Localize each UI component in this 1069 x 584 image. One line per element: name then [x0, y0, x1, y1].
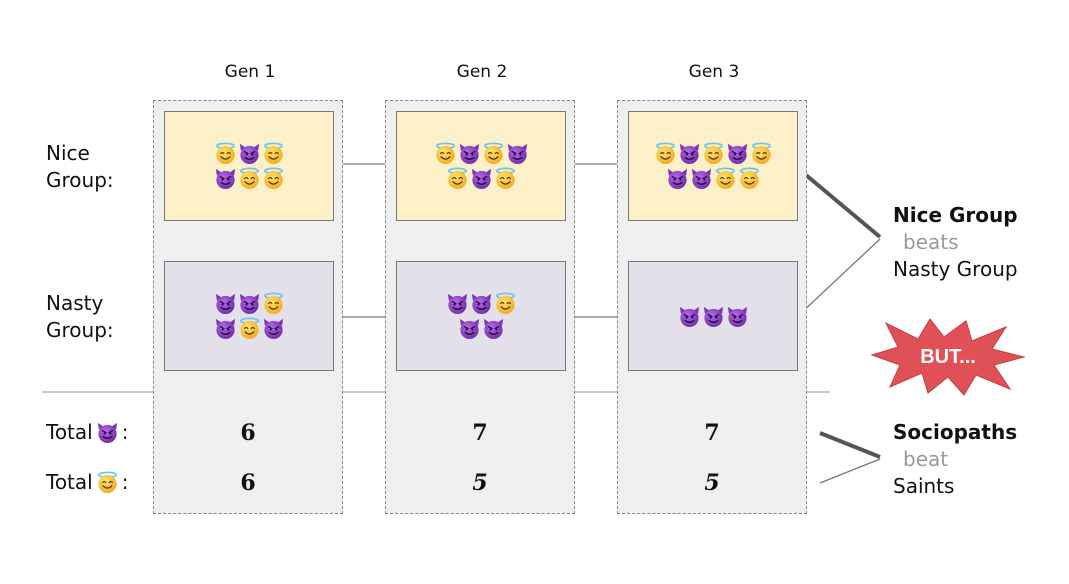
smiling-devil-icon — [96, 421, 119, 444]
smiling-face-with-halo-icon — [654, 142, 677, 165]
group-bracket-thick — [798, 168, 882, 239]
smiling-face-with-halo-icon — [238, 317, 261, 340]
smiling-face-with-halo-icon — [750, 142, 773, 165]
smiling-face-with-halo-icon — [446, 167, 469, 190]
smiling-devil-icon — [690, 167, 713, 190]
gen-3-label: Gen 3 — [688, 62, 740, 82]
total-angel-gen-1: 6 — [240, 470, 256, 496]
smiling-devil-icon — [702, 305, 725, 328]
smiling-face-with-halo-icon — [702, 142, 725, 165]
smiling-face-with-halo-icon — [714, 167, 737, 190]
nice-group-label-line2: Group: — [46, 168, 114, 192]
gen-2-label: Gen 2 — [456, 62, 508, 82]
group-winner-text: Nice Group — [893, 203, 1018, 227]
smiling-face-with-halo-icon — [434, 142, 457, 165]
smiling-face-with-halo-icon — [494, 292, 517, 315]
smiling-devil-icon — [726, 142, 749, 165]
individual-winner-text: Sociopaths — [893, 420, 1018, 444]
smiling-face-with-halo-icon — [214, 142, 237, 165]
nasty-group-box-gen-3 — [628, 261, 798, 371]
smiling-devil-icon — [214, 292, 237, 315]
total-angel-text: Total — [46, 470, 93, 494]
total-angel-gen-2: 5 — [472, 470, 488, 496]
total-angel-label: Total : — [46, 470, 128, 494]
emoji-row — [446, 167, 517, 190]
emoji-row — [654, 142, 773, 165]
emoji-row — [446, 292, 517, 315]
but-burst-callout: BUT... — [870, 318, 1026, 396]
emoji-row — [214, 292, 285, 315]
group-bracket-thin — [799, 238, 881, 315]
smiling-devil-icon — [458, 142, 481, 165]
smiling-devil-icon — [470, 167, 493, 190]
emoji-row — [214, 317, 285, 340]
emoji-row — [214, 167, 285, 190]
nice-group-box-gen-1 — [164, 111, 334, 221]
total-devil-gen-1: 6 — [240, 420, 256, 446]
individual-bracket-thick — [819, 431, 881, 459]
nice-group-label-line1: Nice — [46, 141, 90, 165]
smiling-devil-icon — [726, 305, 749, 328]
smiling-devil-icon — [470, 292, 493, 315]
group-conclusion: Nice Group beats Nasty Group — [893, 202, 1018, 283]
generation-column-3 — [617, 100, 807, 514]
smiling-devil-icon — [678, 142, 701, 165]
smiling-devil-icon — [458, 317, 481, 340]
smiling-face-with-halo-icon — [238, 167, 261, 190]
individual-bracket-thin — [819, 458, 881, 484]
smiling-devil-icon — [214, 317, 237, 340]
nice-group-box-gen-2 — [396, 111, 566, 221]
nasty-group-box-gen-1 — [164, 261, 334, 371]
total-devil-gen-2: 7 — [472, 420, 488, 446]
emoji-row — [214, 142, 285, 165]
emoji-row — [458, 317, 505, 340]
group-verb-text: beats — [903, 230, 959, 254]
smiling-devil-icon — [678, 305, 701, 328]
generation-column-1 — [153, 100, 343, 514]
smiling-devil-icon — [506, 142, 529, 165]
group-loser-text: Nasty Group — [893, 257, 1018, 281]
smiling-face-with-halo-icon — [262, 292, 285, 315]
nice-group-row-label: Nice Group: — [46, 140, 114, 194]
total-devil-text: Total — [46, 420, 93, 444]
nasty-group-box-gen-2 — [396, 261, 566, 371]
smiling-devil-icon — [238, 142, 261, 165]
total-devil-label: Total : — [46, 420, 128, 444]
smiling-devil-icon — [666, 167, 689, 190]
emoji-row — [434, 142, 529, 165]
nice-group-box-gen-3 — [628, 111, 798, 221]
total-angel-gen-3: 5 — [704, 470, 720, 496]
nasty-group-label-line2: Group: — [46, 318, 114, 342]
smiling-devil-icon — [482, 317, 505, 340]
total-devil-gen-3: 7 — [704, 420, 720, 446]
smiling-devil-icon — [262, 317, 285, 340]
individual-conclusion: Sociopaths beat Saints — [893, 419, 1017, 500]
emoji-row — [666, 167, 761, 190]
generation-column-2 — [385, 100, 575, 514]
nasty-group-row-label: Nasty Group: — [46, 290, 114, 344]
burst-starburst-icon — [870, 318, 1026, 396]
smiling-face-with-halo-icon — [262, 167, 285, 190]
individual-loser-text: Saints — [893, 474, 955, 498]
smiling-face-with-halo-icon — [96, 471, 119, 494]
gen-1-label: Gen 1 — [224, 62, 276, 82]
smiling-face-with-halo-icon — [482, 142, 505, 165]
nasty-group-label-line1: Nasty — [46, 291, 104, 315]
individual-verb-text: beat — [903, 447, 949, 471]
smiling-face-with-halo-icon — [262, 142, 285, 165]
smiling-face-with-halo-icon — [494, 167, 517, 190]
total-angel-colon: : — [121, 470, 129, 494]
smiling-devil-icon — [214, 167, 237, 190]
smiling-face-with-halo-icon — [738, 167, 761, 190]
burst-text: BUT... — [920, 346, 976, 368]
smiling-devil-icon — [238, 292, 261, 315]
smiling-devil-icon — [446, 292, 469, 315]
emoji-row — [678, 305, 749, 328]
total-devil-colon: : — [121, 420, 129, 444]
